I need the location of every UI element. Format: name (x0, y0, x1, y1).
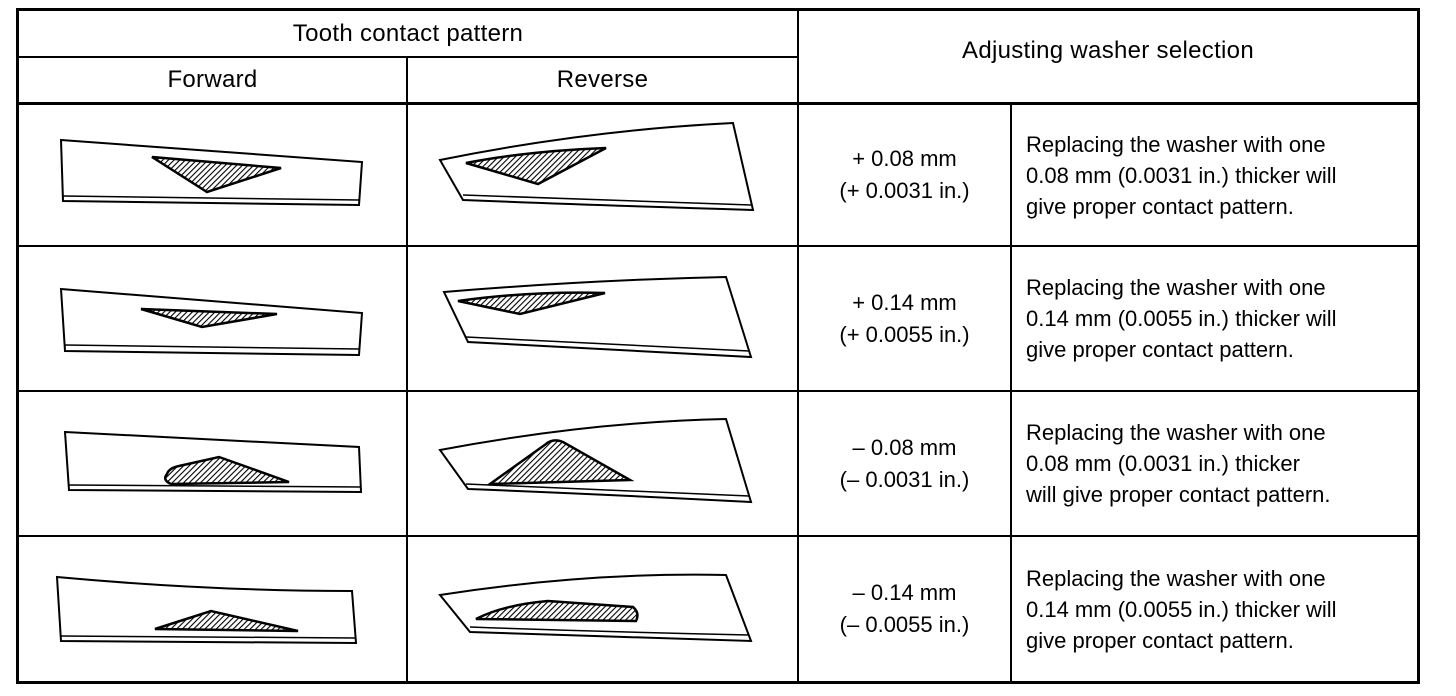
adjustment-value: + 0.08 mm (+ 0.0031 in.) (799, 105, 1010, 245)
adjustment-description: Replacing the washer with one 0.08 mm (0… (1012, 392, 1417, 535)
description-line: 0.14 mm (0.0055 in.) thicker will (1026, 306, 1337, 331)
pattern-adjust-divider (797, 8, 799, 684)
description-line: give proper contact pattern. (1026, 337, 1294, 362)
table-border-top (16, 8, 1420, 11)
description-line: 0.14 mm (0.0055 in.) thicker will (1026, 596, 1337, 622)
reverse-pattern-diagram (408, 247, 797, 390)
description-line: Replacing the washer with one (1026, 565, 1326, 591)
reverse-pattern-diagram (408, 537, 797, 681)
description-line: Replacing the washer with one (1026, 131, 1326, 157)
adjustment-value: + 0.14 mm (+ 0.0055 in.) (799, 247, 1010, 390)
adjustment-in: (+ 0.0031 in.) (839, 178, 970, 203)
adjustment-description: Replacing the washer with one 0.14 mm (0… (1012, 537, 1417, 681)
row-divider-3 (16, 535, 1420, 537)
forward-pattern-diagram (19, 105, 406, 245)
row-divider-2 (16, 390, 1420, 392)
adjustment-value: – 0.14 mm (– 0.0055 in.) (799, 537, 1010, 681)
forward-reverse-divider (406, 56, 408, 684)
description-line: will give proper contact pattern. (1026, 482, 1331, 507)
adjustment-description: Replacing the washer with one 0.14 mm (0… (1012, 247, 1417, 390)
adjustment-mm: – 0.14 mm (852, 580, 957, 605)
table-border-right (1417, 8, 1420, 684)
forward-pattern-diagram (19, 247, 406, 390)
adjustment-description: Replacing the washer with one 0.08 mm (0… (1012, 105, 1417, 245)
table-border-bottom (16, 681, 1420, 684)
reverse-pattern-diagram (408, 392, 797, 535)
reverse-pattern-diagram (408, 105, 797, 245)
description-line: give proper contact pattern. (1026, 193, 1294, 219)
description-line: Replacing the washer with one (1026, 275, 1326, 300)
header-forward: Forward (167, 66, 258, 93)
adjustment-in: (– 0.0031 in.) (839, 466, 970, 492)
adjust-desc-divider (1010, 102, 1012, 684)
description-line: 0.08 mm (0.0031 in.) thicker will (1026, 162, 1337, 188)
header-bottom-line (16, 102, 1420, 105)
description-line: 0.08 mm (0.0031 in.) thicker (1026, 451, 1300, 476)
adjustment-mm: + 0.08 mm (852, 146, 957, 171)
forward-pattern-diagram (19, 392, 406, 535)
adjustment-in: (+ 0.0055 in.) (839, 321, 970, 347)
table-border-left (16, 8, 19, 684)
adjustment-in: (– 0.0055 in.) (839, 612, 970, 637)
description-line: Replacing the washer with one (1026, 420, 1326, 445)
adjustment-mm: + 0.14 mm (852, 289, 957, 315)
adjustment-mm: – 0.08 mm (852, 434, 957, 460)
description-line: give proper contact pattern. (1026, 627, 1294, 653)
header-tooth-contact-pattern: Tooth contact pattern (292, 19, 524, 47)
forward-pattern-diagram (19, 537, 406, 681)
header-adjusting-washer-selection: Adjusting washer selection (962, 36, 1254, 64)
header-reverse: Reverse (556, 66, 649, 93)
adjustment-value: – 0.08 mm (– 0.0031 in.) (799, 392, 1010, 535)
row-divider-1 (16, 245, 1420, 247)
